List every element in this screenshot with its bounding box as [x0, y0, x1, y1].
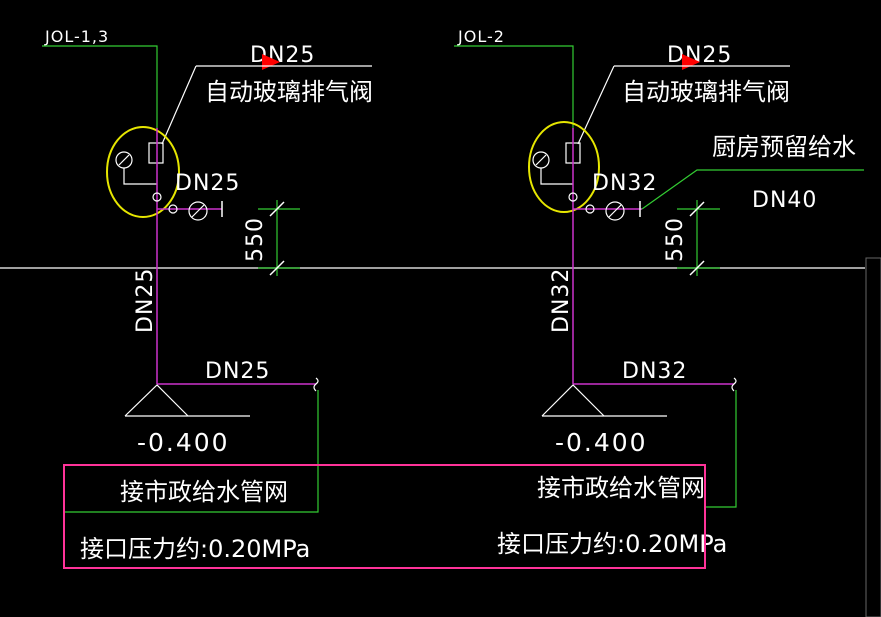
left-riser-pipe-size: DN25 — [133, 268, 158, 333]
left-riser-id: JOL-1,3 — [44, 27, 109, 46]
right-elevation: -0.400 — [555, 428, 648, 457]
left-elevation-triangle — [124, 384, 189, 417]
right-branch-gauge-icon — [605, 201, 625, 221]
left-tee-icon — [152, 192, 162, 202]
left-height-dim: 550 — [243, 217, 268, 262]
left-bottom-pipe-size: DN25 — [205, 359, 270, 384]
right-riser: JOL-2 DN25 自动玻璃排气阀 DN32 厨房预留给水 DN40 550 … — [454, 27, 864, 558]
left-highlight-circle — [106, 126, 180, 218]
right-vent-leader — [577, 65, 615, 145]
right-connection-label: 接市政给水管网 — [537, 474, 705, 502]
left-pressure-label: 接口压力约:0.20MPa — [80, 535, 310, 563]
right-top-pipe-size: DN25 — [667, 43, 732, 68]
right-kitchen-leader — [641, 169, 864, 210]
right-bottom-pipe-size: DN32 — [622, 359, 687, 384]
right-branch-pipe-size: DN32 — [592, 171, 657, 196]
right-dim-tick-top — [689, 201, 705, 217]
left-riser-id-leader — [42, 45, 158, 128]
left-top-pipe-size: DN25 — [250, 43, 315, 68]
right-highlight-circle — [528, 121, 600, 213]
right-vent-valve-label: 自动玻璃排气阀 — [622, 78, 790, 106]
right-dim-tick-bottom — [689, 260, 705, 276]
right-branch-gauge-needle — [608, 204, 622, 218]
left-gauge-needle — [118, 154, 130, 166]
viewport-edge — [865, 257, 881, 617]
left-riser: JOL-1,3 DN25 自动玻璃排气阀 DN25 550 DN2 — [42, 27, 373, 563]
left-dim-tick-top — [269, 201, 285, 217]
right-height-dim: 550 — [663, 217, 688, 262]
left-dim-tick-bottom — [269, 260, 285, 276]
left-connection-leader — [64, 390, 319, 513]
right-pipe-break-icon — [731, 377, 737, 392]
right-kitchen-label: 厨房预留给水 — [712, 133, 856, 161]
left-branch-pipe-size: DN25 — [175, 171, 240, 196]
right-connection-leader — [705, 390, 737, 508]
right-riser-id-leader — [454, 45, 574, 128]
left-elbow-icon — [168, 204, 178, 214]
right-gauge-needle — [535, 154, 547, 166]
right-pressure-label: 接口压力约:0.20MPa — [497, 530, 727, 558]
left-vent-leader — [161, 65, 197, 145]
left-branch-gauge-needle — [191, 204, 205, 218]
right-riser-pipe-size: DN32 — [549, 268, 574, 333]
left-pipe-break-icon — [313, 377, 319, 392]
right-elevation-triangle — [541, 384, 605, 417]
right-gauge-pipe — [540, 168, 573, 185]
highlight-box — [63, 464, 706, 569]
right-tee-icon — [568, 192, 578, 202]
left-vent-valve-label: 自动玻璃排气阀 — [205, 78, 373, 106]
right-riser-id: JOL-2 — [457, 27, 505, 46]
left-vent-valve-symbol — [148, 142, 164, 164]
left-connection-label: 接市政给水管网 — [120, 478, 288, 506]
left-branch-gauge-icon — [188, 201, 208, 221]
right-kitchen-pipe-size: DN40 — [752, 188, 817, 213]
left-gauge-pipe — [123, 168, 157, 185]
left-elevation: -0.400 — [137, 428, 230, 457]
right-elbow-icon — [585, 204, 595, 214]
